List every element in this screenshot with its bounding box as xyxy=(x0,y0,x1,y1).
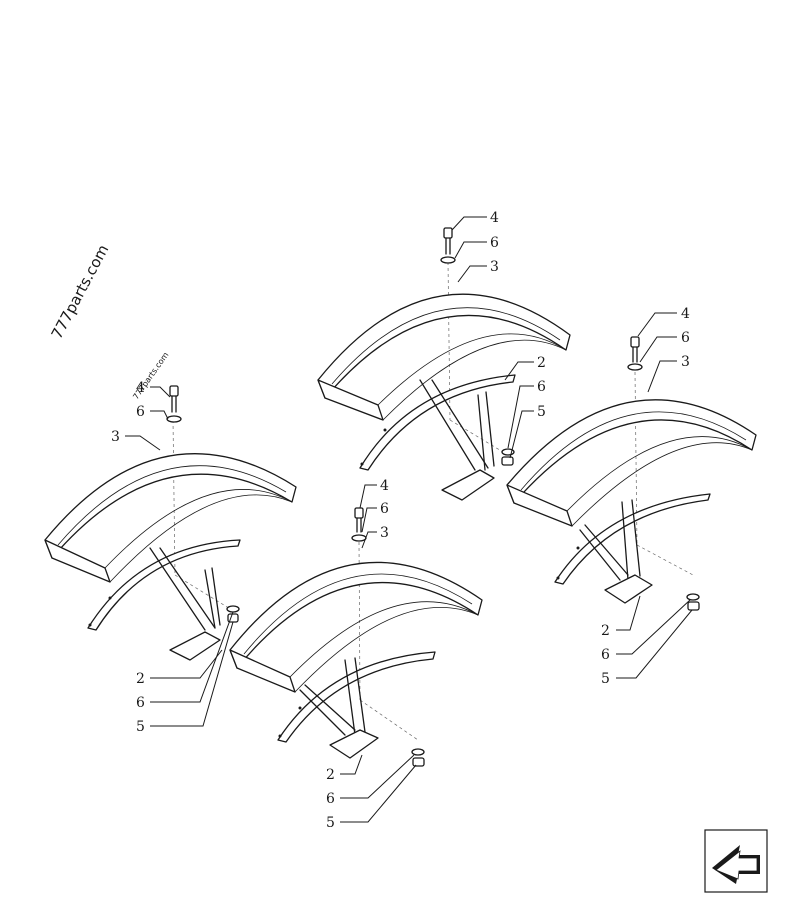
callout-bracket: 2 xyxy=(537,355,546,371)
bolt xyxy=(166,385,182,423)
support-bracket xyxy=(554,493,711,604)
callout-fender: 3 xyxy=(490,259,499,275)
callout-washer: 6 xyxy=(490,235,499,251)
washer xyxy=(411,748,425,756)
support-bracket xyxy=(87,539,241,661)
nut xyxy=(412,757,425,767)
callout-washer-lower: 6 xyxy=(326,791,335,807)
fender-assembly-bottom: 4 6 3 2 6 5 xyxy=(229,478,483,831)
nut xyxy=(501,456,514,466)
support-bracket xyxy=(277,651,436,759)
callout-fender: 3 xyxy=(111,429,120,445)
support-bracket xyxy=(359,374,516,501)
washer xyxy=(226,605,240,613)
bolt xyxy=(627,336,643,371)
callout-washer-lower: 6 xyxy=(537,379,546,395)
callout-bolt: 4 xyxy=(136,380,145,396)
callout-bracket: 2 xyxy=(136,671,145,687)
callout-nut: 5 xyxy=(326,815,335,831)
callout-fender: 3 xyxy=(380,525,389,541)
callout-washer: 6 xyxy=(681,330,690,346)
bolt xyxy=(440,227,456,264)
callout-bracket: 2 xyxy=(326,767,335,783)
callout-bolt: 4 xyxy=(380,478,389,494)
callout-nut: 5 xyxy=(136,719,145,735)
callout-washer: 6 xyxy=(136,404,145,420)
fender-assembly-top: 4 6 3 2 6 5 xyxy=(317,210,571,501)
watermark-large: 777parts.com xyxy=(48,242,113,342)
callout-bolt: 4 xyxy=(490,210,499,226)
fender-shell xyxy=(506,399,757,527)
fender-shell xyxy=(229,561,483,693)
callout-fender: 3 xyxy=(681,354,690,370)
fender-shell xyxy=(317,293,571,421)
callout-bolt: 4 xyxy=(681,306,690,322)
fender-shell xyxy=(44,453,297,583)
callout-nut: 5 xyxy=(537,404,546,420)
washer xyxy=(686,593,700,601)
callout-washer-lower: 6 xyxy=(136,695,145,711)
callout-bracket: 2 xyxy=(601,623,610,639)
fender-assembly-right: 4 6 3 2 6 5 xyxy=(506,306,757,687)
nut xyxy=(687,601,700,611)
fender-assembly-left: 4 6 3 2 6 5 xyxy=(44,380,297,735)
callout-washer-lower: 6 xyxy=(601,647,610,663)
callout-washer: 6 xyxy=(380,501,389,517)
next-page-arrow-icon[interactable] xyxy=(704,829,768,893)
callout-nut: 5 xyxy=(601,671,610,687)
